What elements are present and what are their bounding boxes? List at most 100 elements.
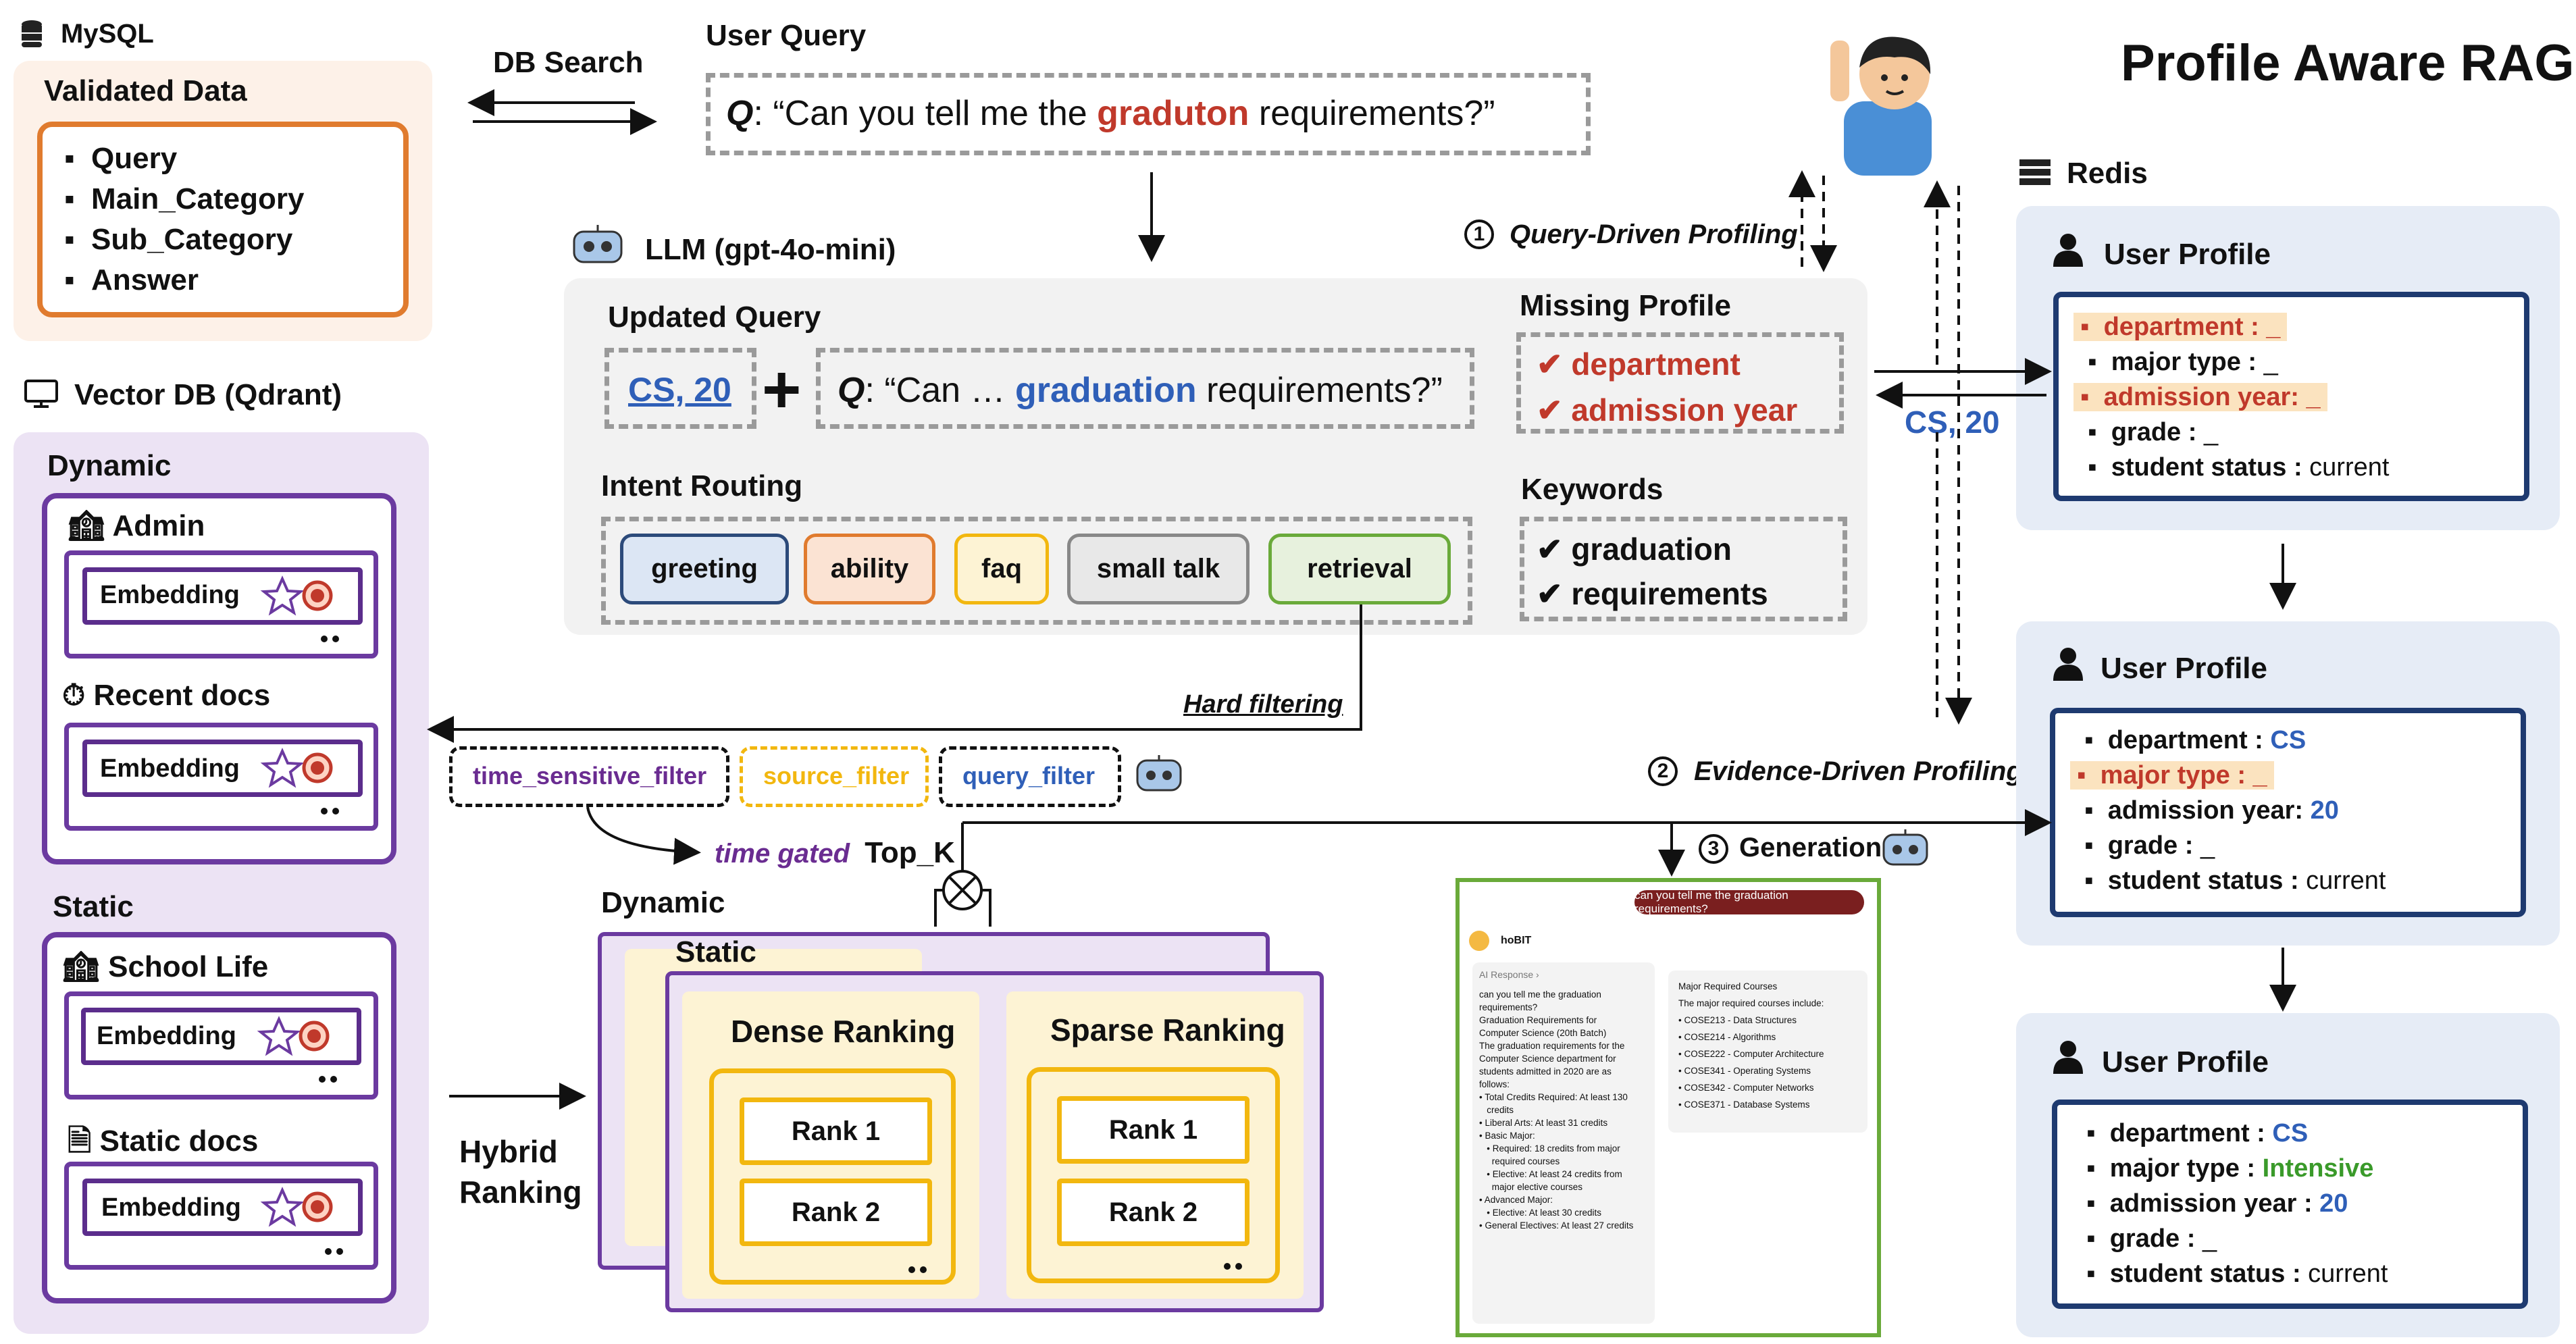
check-circle-icon: ✔	[1537, 392, 1572, 428]
embedding-label: Embedding	[101, 1193, 241, 1222]
query-driven-label: Query-Driven Profiling	[1510, 219, 1798, 249]
timer-icon: ⏱︎	[62, 679, 94, 712]
list-item: ▪ Query	[64, 142, 178, 175]
list-item: ▪ Main_Category	[64, 182, 305, 215]
user-query-label: User Query	[706, 19, 867, 52]
embedding-label: Embedding	[97, 1022, 236, 1050]
star-icon	[257, 1016, 301, 1056]
star-icon	[260, 575, 305, 616]
list-item: ✔ requirements	[1537, 576, 1768, 611]
embedding-label: Embedding	[100, 754, 240, 783]
star-icon	[260, 1187, 305, 1227]
recent-docs-label: ⏱︎ Recent docs	[62, 679, 271, 712]
chat-line: • COSE222 - Computer Architecture	[1678, 1049, 1824, 1059]
target-icon	[302, 1191, 333, 1222]
top-k-label: time gated Top_K	[715, 836, 955, 869]
chat-line: • COSE342 - Computer Networks	[1678, 1083, 1814, 1093]
embedding-chip	[82, 1179, 363, 1236]
profile-row: ▪ grade : _	[2072, 1224, 2217, 1253]
chat-line: • COSE213 - Data Structures	[1678, 1015, 1797, 1025]
rank-item: Rank 1	[1057, 1096, 1250, 1164]
profile-row: ▪ grade : _	[2073, 418, 2219, 446]
ranking-dynamic-label: Dynamic	[601, 886, 725, 919]
chat-line: • Required: 18 credits from major	[1479, 1143, 1620, 1154]
check-circle-icon: ✔	[1537, 346, 1572, 382]
user-profile-label: User Profile	[2104, 238, 2271, 271]
chat-line: requirements?	[1479, 1002, 1538, 1012]
filter-label: query_filter	[962, 762, 1096, 790]
chat-line: The graduation requirements for the	[1479, 1041, 1625, 1051]
missing-profile-list: ✔ department ✔ admission year	[1537, 341, 1797, 433]
recent-docs-embedding-box	[64, 723, 378, 831]
profile-tag-box	[604, 348, 756, 429]
chat-line: • Elective: At least 24 credits from	[1479, 1169, 1622, 1179]
chat-line: Major Required Courses	[1678, 981, 1778, 991]
user-profile-rows-2: ▪ department : CS ▪ major type : _ ▪ adm…	[2070, 723, 2386, 898]
ai-response-label: AI Response ›	[1479, 969, 1539, 980]
step-2-badge: 2	[1648, 756, 1678, 786]
school-icon: 🏫︎	[62, 950, 109, 983]
missing-profile-label: Missing Profile	[1520, 289, 1731, 322]
profile-row: ▪ major type : _	[2073, 348, 2278, 376]
db-search-label: DB Search	[493, 46, 644, 79]
intent-routing-box	[601, 517, 1472, 625]
embedding-chip	[82, 740, 363, 797]
profile-row: ▪ student status : current	[2070, 867, 2386, 895]
chat-line: students admitted in 2020 are as	[1479, 1066, 1612, 1077]
intent-faq: faq	[954, 534, 1049, 604]
chat-line: • Total Credits Required: At least 130	[1479, 1092, 1628, 1102]
static-docs-embedding-box	[64, 1162, 378, 1270]
filter-label: time_sensitive_filter	[473, 762, 707, 790]
intent-ability: ability	[804, 534, 935, 604]
profile-row: ▪ grade : _	[2070, 831, 2215, 860]
user-profile-label: User Profile	[2101, 652, 2267, 685]
check-circle-icon: ✔	[1537, 576, 1572, 611]
profile-row: ▪ admission year : 20	[2072, 1189, 2348, 1218]
list-item: ▪ Sub_Category	[64, 223, 293, 256]
chat-line: The major required courses include:	[1678, 998, 1824, 1008]
keywords-list: ✔ graduation ✔ requirements	[1537, 527, 1768, 616]
profile-row: ▪ department : CS	[2072, 1119, 2309, 1147]
generation-label: Generation	[1739, 833, 1882, 862]
chat-line: • Advanced Major:	[1479, 1195, 1553, 1205]
chat-line: Graduation Requirements for	[1479, 1015, 1597, 1025]
query-filter	[939, 746, 1121, 807]
chat-line: Computer Science department for	[1479, 1054, 1616, 1064]
bot-name: hoBIT	[1501, 935, 1532, 946]
chat-line: • COSE341 - Operating Systems	[1678, 1066, 1811, 1076]
static-docs-label: 🗎 Static docs	[68, 1125, 259, 1158]
chat-line: • COSE214 - Algorithms	[1678, 1032, 1776, 1042]
school-life-label: 🏫︎ School Life	[62, 950, 269, 983]
cs20-return-label: CS, 20	[1905, 405, 2000, 440]
embedding-label: Embedding	[100, 581, 240, 609]
user-profile-label: User Profile	[2102, 1045, 2269, 1079]
updated-query-text: Q: “Can … graduation requirements?”	[838, 371, 1443, 410]
target-icon	[302, 580, 333, 611]
intent-retrieval: retrieval	[1268, 534, 1451, 604]
vector-db-label: Vector DB (Qdrant)	[74, 378, 342, 411]
keywords-label: Keywords	[1521, 473, 1664, 506]
list-item: ✔ graduation	[1537, 532, 1732, 567]
chat-line: credits	[1479, 1105, 1514, 1115]
admin-embedding-box	[64, 550, 378, 658]
vector-dynamic-label: Dynamic	[47, 449, 172, 482]
profile-row: ▪ student status : current	[2073, 453, 2390, 482]
chat-line: • General Electives: At least 27 credits	[1479, 1220, 1634, 1231]
mysql-label: MySQL	[61, 19, 154, 49]
chat-right-column	[1668, 971, 1867, 1133]
bot-avatar	[1469, 931, 1489, 951]
user-profile-rows-1: ▪ department : _ ▪ major type : _ ▪ admi…	[2073, 309, 2389, 485]
chat-line: • Elective: At least 30 credits	[1479, 1208, 1602, 1218]
user-profile-card-3	[2052, 1100, 2528, 1309]
step-1-badge: 1	[1464, 219, 1494, 249]
plus-sign: +	[762, 352, 802, 428]
chat-line: • Basic Major:	[1479, 1131, 1535, 1141]
rank-item: Rank 2	[740, 1179, 932, 1246]
list-item: ✔ department	[1537, 346, 1741, 382]
intent-small-talk: small talk	[1067, 534, 1250, 604]
chat-line: required courses	[1479, 1156, 1560, 1166]
profile-row: ▪ department : CS	[2070, 726, 2307, 754]
